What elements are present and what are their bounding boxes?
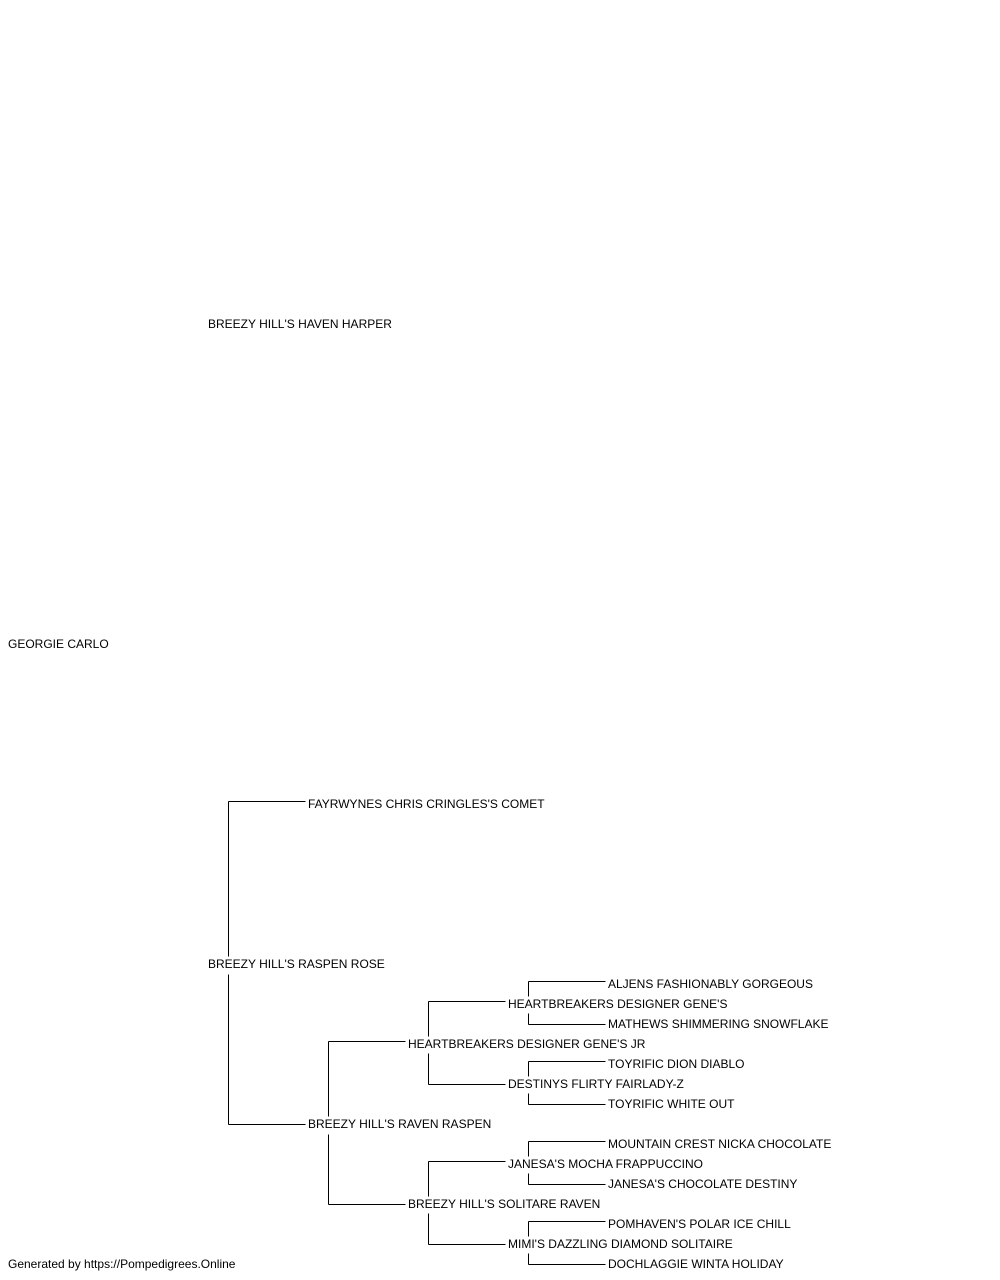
dam-dam-dam-name: BREEZY HILL'S SOLITARE RAVEN	[408, 1197, 601, 1211]
ddds-name: JANESA'S MOCHA FRAPPUCCINO	[508, 1157, 703, 1171]
dam-dam-sire-name: HEARTBREAKERS DESIGNER GENE'S JR	[408, 1037, 646, 1051]
dam-name: BREEZY HILL'S RASPEN ROSE	[208, 957, 385, 971]
sire-name: BREEZY HILL'S HAVEN HARPER	[208, 317, 392, 331]
generated-by-footer: Generated by https://Pompedigrees.Online	[8, 1257, 236, 1271]
dam-sire-name: FAYRWYNES CHRIS CRINGLES'S COMET	[308, 797, 545, 811]
subject-name: GEORGIE CARLO	[8, 637, 109, 651]
dddds-name: POMHAVEN'S POLAR ICE CHILL	[608, 1217, 791, 1231]
dam-dam-name: BREEZY HILL'S RAVEN RASPEN	[308, 1117, 492, 1131]
ddssd-name: MATHEWS SHIMMERING SNOWFLAKE	[608, 1017, 829, 1031]
dddsd-name: JANESA'S CHOCOLATE DESTINY	[608, 1177, 798, 1191]
ddsds-name: TOYRIFIC DION DIABLO	[608, 1057, 745, 1071]
ddddd-name: DOCHLAGGIE WINTA HOLIDAY	[608, 1257, 784, 1271]
ddsd-name: DESTINYS FLIRTY FAIRLADY-Z	[508, 1077, 684, 1091]
ddsdd-name: TOYRIFIC WHITE OUT	[608, 1097, 735, 1111]
ddss-name: HEARTBREAKERS DESIGNER GENE'S	[508, 997, 728, 1011]
dddss-name: MOUNTAIN CREST NICKA CHOCOLATE	[608, 1137, 832, 1151]
ddsss-name: ALJENS FASHIONABLY GORGEOUS	[608, 977, 813, 991]
dddd-name: MIMI'S DAZZLING DIAMOND SOLITAIRE	[508, 1237, 733, 1251]
